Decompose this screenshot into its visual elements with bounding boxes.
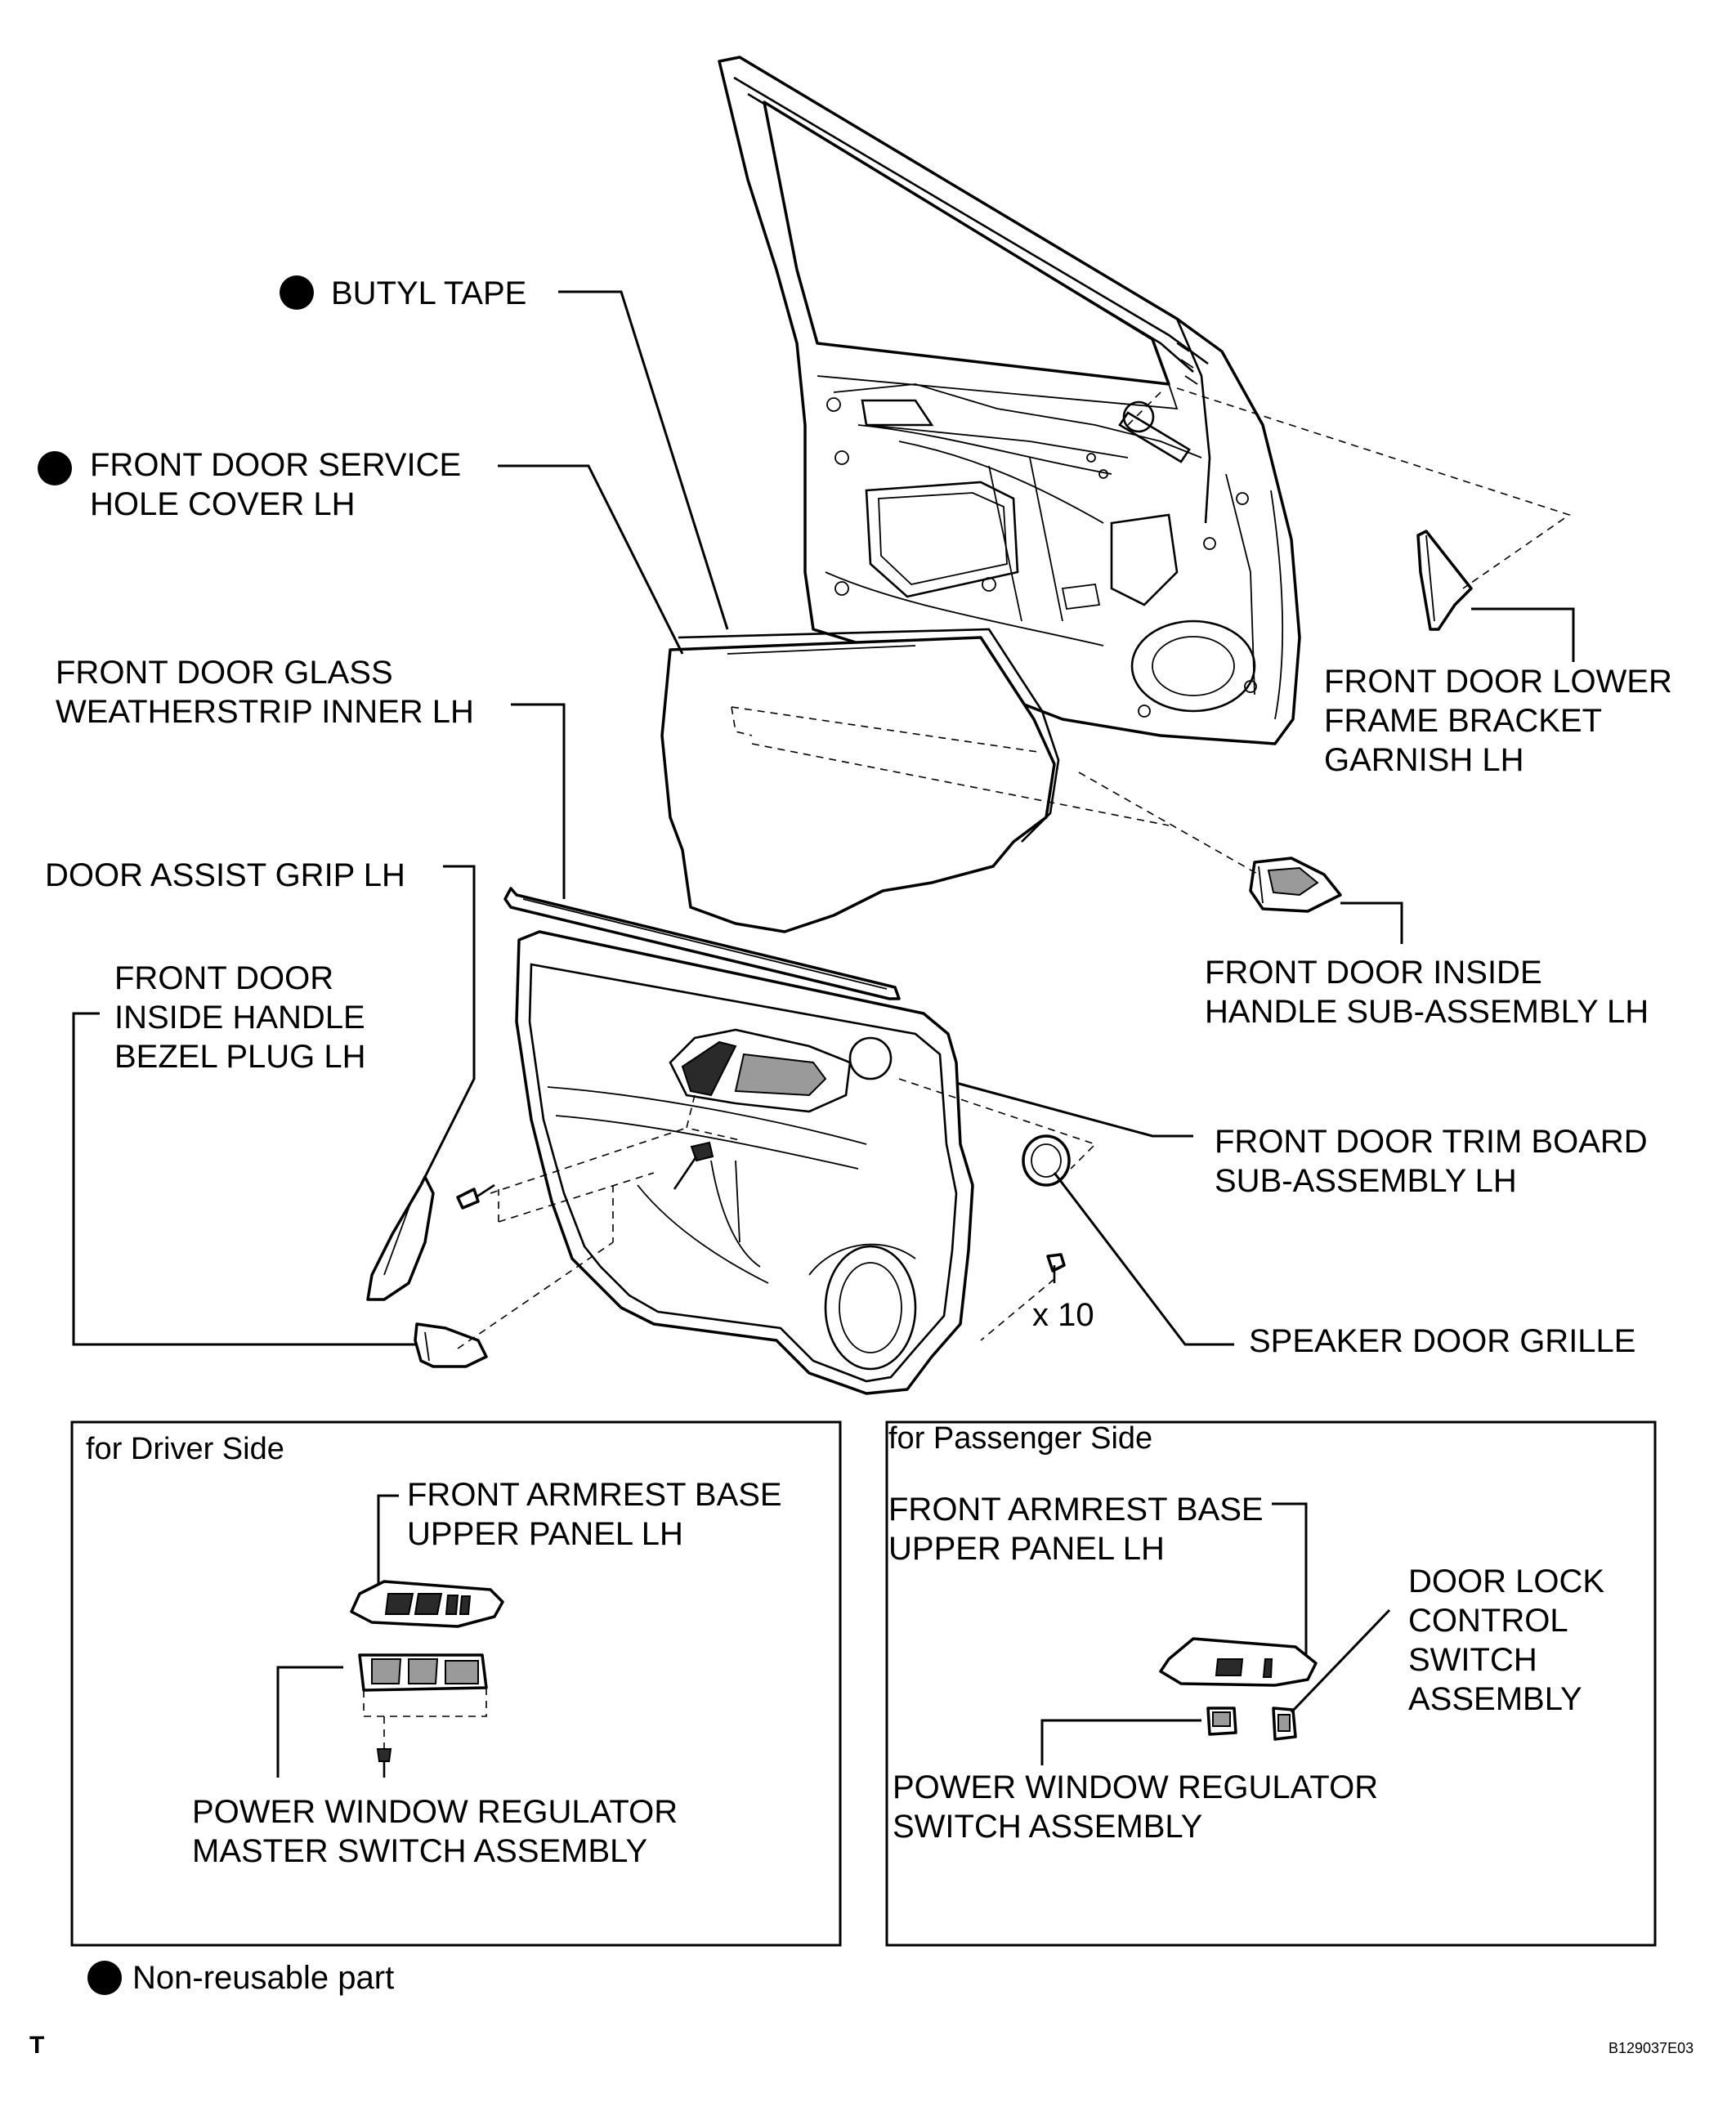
passenger-window-switch-part bbox=[1206, 1707, 1237, 1736]
label-speaker-grille: SPEAKER DOOR GRILLE bbox=[1249, 1323, 1635, 1359]
projection-lines bbox=[457, 387, 1571, 1349]
leader-lines bbox=[72, 290, 1575, 1346]
driver-box-title: for Driver Side bbox=[86, 1432, 284, 1466]
label-assist-grip: DOOR ASSIST GRIP LH bbox=[45, 857, 405, 893]
assist-grip-part bbox=[366, 1175, 435, 1301]
driver-master-switch-part bbox=[358, 1653, 488, 1778]
label-service-hole-cover-1: FRONT DOOR SERVICE bbox=[90, 447, 461, 483]
passenger-side-box: for Passenger Side FRONT ARMREST BASE UP… bbox=[885, 1420, 1657, 1947]
passenger-lock-switch-label-4: ASSEMBLY bbox=[1408, 1681, 1582, 1717]
corner-mark: T bbox=[29, 2032, 44, 2059]
label-butyl-tape: BUTYL TAPE bbox=[331, 275, 526, 311]
label-lower-frame-garnish-1: FRONT DOOR LOWER bbox=[1324, 664, 1672, 700]
legend-text: Non-reusable part bbox=[132, 1960, 394, 1996]
trim-screw-parts bbox=[456, 1141, 714, 1210]
driver-armrest-label-2: UPPER PANEL LH bbox=[407, 1516, 683, 1552]
label-glass-weatherstrip-1: FRONT DOOR GLASS bbox=[56, 655, 393, 691]
lower-frame-garnish-part bbox=[1416, 530, 1473, 631]
label-bezel-plug-3: BEZEL PLUG LH bbox=[114, 1039, 366, 1075]
passenger-lock-switch-label-3: SWITCH bbox=[1408, 1642, 1537, 1678]
glass-weatherstrip-part bbox=[503, 887, 901, 1000]
driver-side-box: for Driver Side FRONT ARMREST BASE UPPER… bbox=[70, 1420, 842, 1947]
label-glass-weatherstrip-2: WEATHERSTRIP INNER LH bbox=[56, 694, 474, 730]
passenger-armrest-part bbox=[1159, 1637, 1318, 1687]
label-inside-handle-2: HANDLE SUB-ASSEMBLY LH bbox=[1205, 994, 1649, 1030]
speaker-grille-part bbox=[1022, 1134, 1071, 1187]
label-lower-frame-garnish-3: GARNISH LH bbox=[1324, 742, 1524, 778]
callout-labels: BUTYL TAPE FRONT DOOR SERVICE HOLE COVER… bbox=[38, 275, 1672, 1359]
label-trim-board-2: SUB-ASSEMBLY LH bbox=[1215, 1163, 1517, 1199]
passenger-box-title: for Passenger Side bbox=[888, 1421, 1152, 1456]
driver-armrest-label-1: FRONT ARMREST BASE bbox=[407, 1477, 782, 1513]
label-inside-handle-1: FRONT DOOR INSIDE bbox=[1205, 955, 1542, 991]
passenger-lock-switch-label-2: CONTROL bbox=[1408, 1603, 1568, 1639]
driver-master-switch-label-2: MASTER SWITCH ASSEMBLY bbox=[192, 1833, 647, 1869]
non-reusable-marker-icon bbox=[280, 275, 314, 310]
bezel-plug-part bbox=[414, 1322, 488, 1368]
passenger-lock-switch-part bbox=[1272, 1707, 1297, 1741]
passenger-armrest-label-1: FRONT ARMREST BASE bbox=[888, 1492, 1264, 1528]
label-service-hole-cover-2: HOLE COVER LH bbox=[90, 486, 356, 522]
driver-armrest-part bbox=[350, 1580, 504, 1628]
legend: Non-reusable part bbox=[87, 1960, 394, 1996]
passenger-lock-switch-label-1: DOOR LOCK bbox=[1408, 1563, 1604, 1599]
trim-clip-part bbox=[1046, 1253, 1066, 1283]
passenger-window-switch-label-2: SWITCH ASSEMBLY bbox=[893, 1809, 1202, 1845]
passenger-window-switch-label-1: POWER WINDOW REGULATOR bbox=[893, 1769, 1378, 1805]
door-inner-frame bbox=[718, 56, 1301, 745]
inside-handle-part bbox=[1249, 857, 1342, 913]
driver-master-switch-label-1: POWER WINDOW REGULATOR bbox=[192, 1794, 678, 1830]
label-lower-frame-garnish-2: FRAME BRACKET bbox=[1324, 703, 1602, 739]
label-bezel-plug-1: FRONT DOOR bbox=[114, 960, 333, 996]
non-reusable-marker-icon bbox=[38, 451, 72, 485]
passenger-armrest-label-2: UPPER PANEL LH bbox=[888, 1531, 1165, 1567]
trim-board-part bbox=[515, 930, 974, 1395]
non-reusable-legend-icon bbox=[87, 1961, 122, 1995]
figure-code: B129037E03 bbox=[1608, 2040, 1693, 2056]
label-trim-board-1: FRONT DOOR TRIM BOARD bbox=[1215, 1124, 1648, 1160]
label-clip-count: x 10 bbox=[1032, 1297, 1094, 1333]
label-bezel-plug-2: INSIDE HANDLE bbox=[114, 1000, 365, 1036]
service-hole-cover-part bbox=[660, 628, 1060, 933]
